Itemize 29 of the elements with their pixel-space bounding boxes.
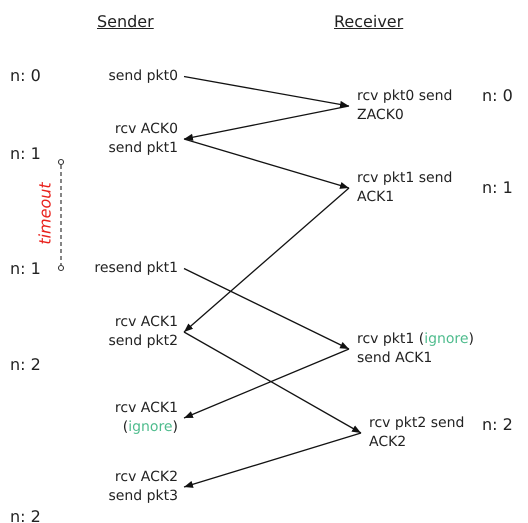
sender-event-text: rcv ACK1 (ignore) bbox=[78, 399, 178, 437]
arrow bbox=[184, 105, 350, 141]
state-label: n: 1 bbox=[10, 144, 41, 163]
timeout-label: timeout bbox=[36, 182, 55, 245]
arrow bbox=[184, 348, 350, 419]
sender-event-text: resend pkt1 bbox=[68, 259, 178, 278]
state-label: n: 0 bbox=[10, 66, 41, 85]
sender-event-text: rcv ACK2 send pkt3 bbox=[78, 468, 178, 506]
column-heading: Receiver bbox=[334, 12, 404, 31]
arrow bbox=[184, 268, 350, 350]
state-label: n: 1 bbox=[10, 259, 41, 278]
arrow bbox=[184, 331, 362, 434]
state-label: n: 2 bbox=[482, 415, 513, 434]
state-label: n: 2 bbox=[10, 507, 41, 523]
receiver-event-text: rcv pkt1 send ACK1 bbox=[357, 169, 469, 207]
sender-event-text: rcv ACK1 send pkt2 bbox=[78, 313, 178, 351]
receiver-event-text: rcv pkt1 (ignore) send ACK1 bbox=[357, 330, 507, 368]
arrow bbox=[184, 188, 350, 332]
arrow bbox=[184, 76, 350, 108]
arrow bbox=[184, 432, 362, 488]
arrow bbox=[184, 138, 350, 189]
state-label: n: 2 bbox=[10, 355, 41, 374]
sender-event-text: send pkt0 bbox=[78, 67, 178, 86]
state-label: n: 1 bbox=[482, 178, 513, 197]
receiver-event-text: rcv pkt0 send ZACK0 bbox=[357, 87, 469, 125]
sender-event-text: rcv ACK0 send pkt1 bbox=[78, 120, 178, 158]
column-heading: Sender bbox=[97, 12, 154, 31]
receiver-event-text: rcv pkt2 send ACK2 bbox=[369, 414, 469, 452]
state-label: n: 0 bbox=[482, 86, 513, 105]
